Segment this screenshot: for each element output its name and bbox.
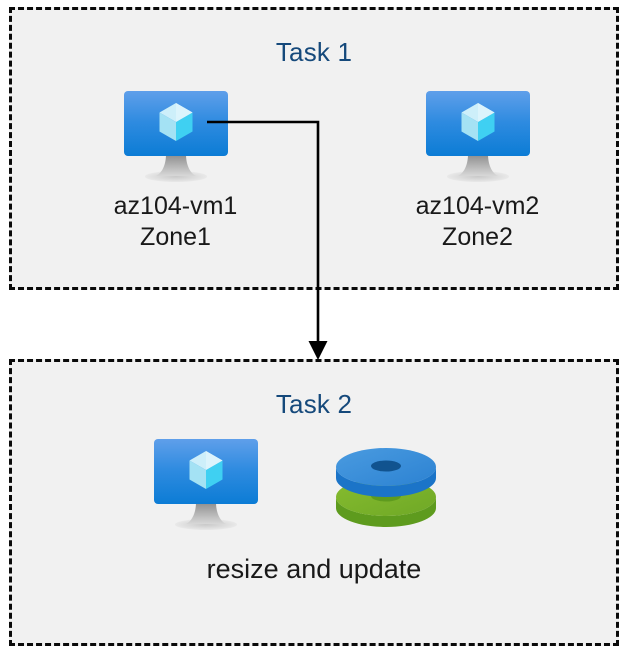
azure-managed-disks-icon[interactable] <box>332 440 440 532</box>
node-label-zone: Zone1 <box>140 223 211 251</box>
connector-arrowhead <box>308 341 328 360</box>
task2-caption: resize and update <box>206 554 422 584</box>
azure-virtual-machine-icon[interactable] <box>152 437 260 531</box>
task1-panel: Task 1 <box>9 7 619 290</box>
task2-icon-row <box>9 437 619 532</box>
node-az104-vm2[interactable]: az104-vm2 Zone2 <box>360 89 595 253</box>
azure-virtual-machine-icon <box>123 91 228 182</box>
node-label-name: az104-vm2 <box>415 192 540 220</box>
node-label-name: az104-vm1 <box>113 192 238 220</box>
node-label-zone: Zone2 <box>442 223 513 251</box>
node-az104-vm1[interactable]: az104-vm1 Zone1 <box>58 89 293 253</box>
azure-virtual-machine-icon <box>425 91 530 182</box>
task1-title: Task 1 <box>275 37 353 67</box>
task2-panel: Task 2 <box>9 359 619 646</box>
task2-title: Task 2 <box>275 389 353 419</box>
disk-blue <box>336 448 436 497</box>
